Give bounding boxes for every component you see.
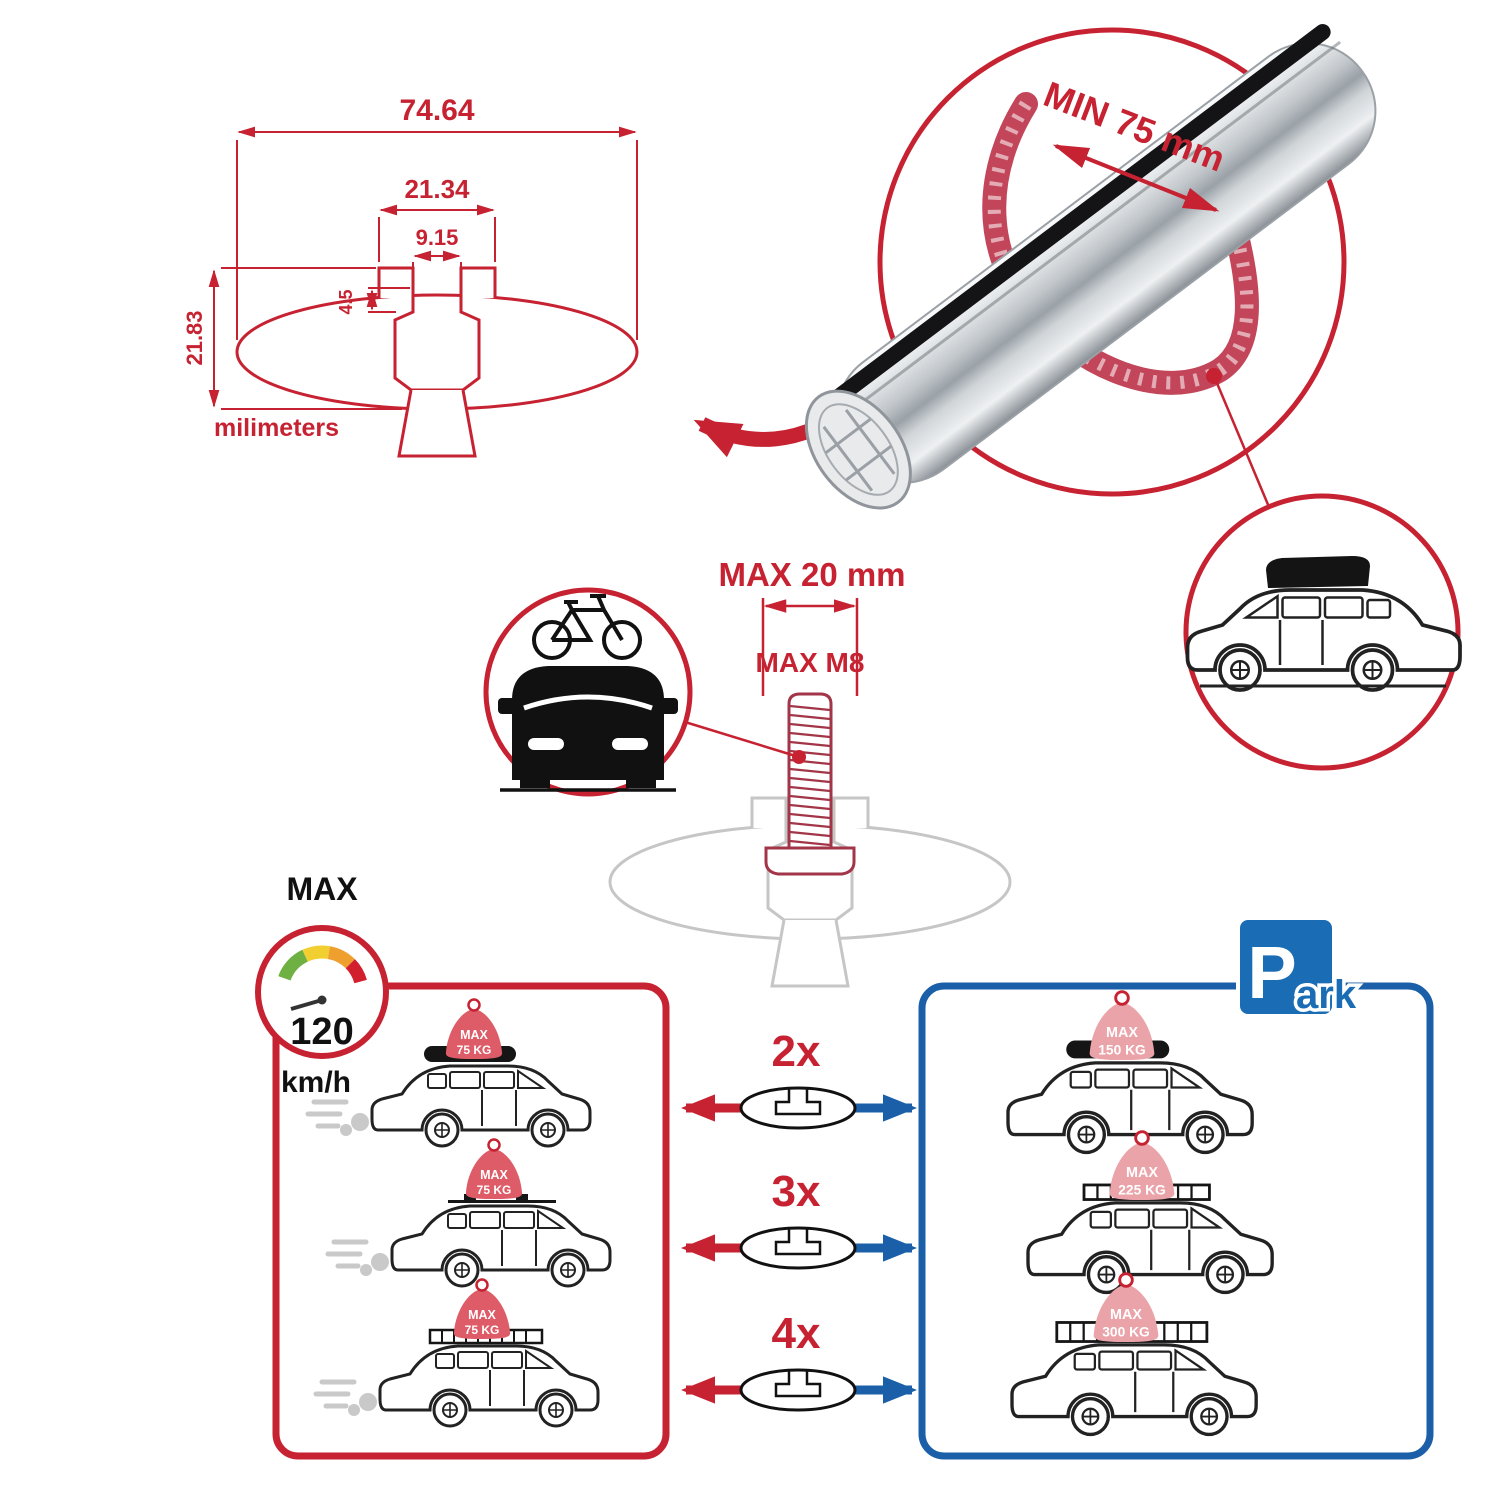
speed-value: 120 (290, 1011, 353, 1053)
car-front-circle (483, 587, 693, 797)
load-sign-parked-3: MAX 300 KG (1093, 1272, 1159, 1343)
suv-with-roofbox (1185, 556, 1462, 692)
bar-end-cap (804, 389, 912, 510)
suv-circle (1183, 493, 1462, 771)
bar-detail-circle: MIN 75 mm (804, 24, 1377, 510)
rubber-strip (825, 24, 1331, 409)
load-sign-value: 225 KG (1118, 1182, 1166, 1197)
load-sign-pennant (445, 1008, 503, 1059)
car-side-icon (378, 1344, 600, 1428)
load-sign-max: MAX (1110, 1307, 1142, 1323)
bolt-callout-line (684, 720, 800, 759)
multiplier-label: 2x (772, 1027, 821, 1076)
load-sign-value: 75 KG (457, 1043, 492, 1057)
min-span-arrow (1052, 144, 1220, 212)
bolt-thread-label: MAX M8 (756, 647, 865, 678)
dim-slot-outer (378, 204, 496, 262)
parked-car-2 (1026, 1183, 1274, 1295)
dim-slot-inner (412, 250, 462, 272)
load-sign-pennant (1093, 1284, 1159, 1343)
load-sign-ring (1114, 990, 1130, 1006)
load-sign-ring (487, 1138, 501, 1152)
motion-lines (325, 1239, 389, 1276)
units-label: milimeters (214, 414, 339, 442)
load-sign-ring (467, 998, 481, 1012)
roof-crossbars-icon (448, 1194, 556, 1203)
load-sign-pennant (465, 1148, 523, 1199)
car-side-icon (1006, 1061, 1254, 1155)
t-bolt-icon (764, 692, 856, 876)
load-sign-driving-2: MAX 75 KG (465, 1138, 523, 1199)
cross-section-drawing: 74.64 21.34 9.15 4.5 21.83 mili (182, 94, 639, 458)
fastener-diagram: MAX 20 mm MAX M8 (608, 556, 1012, 988)
driving-zone-box (272, 982, 670, 1460)
load-sign-ring (1134, 1130, 1150, 1146)
load-sign-driving-1: MAX 75 KG (445, 998, 503, 1059)
motion-lines (313, 1379, 377, 1416)
dim-total-height (208, 267, 402, 410)
bike-icon (532, 594, 642, 660)
load-sign-max: MAX (460, 1028, 488, 1042)
gauge-needle (290, 998, 323, 1011)
load-sign-pennant (453, 1288, 511, 1339)
load-sign-value: 300 KG (1102, 1324, 1150, 1339)
multiplier-row-2: 3x (680, 1167, 918, 1270)
load-sign-pennant (1109, 1142, 1175, 1201)
parking-sign: P ark (1236, 916, 1360, 1021)
car-side-icon (1026, 1201, 1274, 1295)
load-sign-max: MAX (468, 1308, 496, 1322)
load-sign-value: 75 KG (477, 1183, 512, 1197)
speed-max-label: MAX (286, 871, 358, 907)
bar-profile-icon (739, 1368, 857, 1412)
speed-limit-gauge: MAX 120 km/h (255, 871, 389, 1099)
load-sign-ring (1118, 1272, 1134, 1288)
dim-bolt-width (761, 598, 859, 696)
driving-car-2 (325, 1194, 612, 1288)
parking-sign-board (1236, 916, 1336, 1018)
load-sign-driving-3: MAX 75 KG (453, 1278, 511, 1339)
load-sign-parked-1: MAX 150 KG (1089, 990, 1155, 1061)
car-side-icon (1010, 1343, 1258, 1437)
dim-total-width-label: 74.64 (399, 94, 474, 127)
dim-total-width (236, 126, 638, 340)
bolt-width-label: MAX 20 mm (718, 556, 905, 593)
load-sign-max: MAX (1126, 1165, 1158, 1181)
load-sign-max: MAX (1106, 1025, 1138, 1041)
multiplier-label: 4x (772, 1309, 821, 1358)
dim-lip-depth (366, 287, 410, 313)
driving-car-3 (313, 1328, 600, 1428)
load-sign-pennant (1089, 1002, 1155, 1061)
car-front-icon (498, 666, 678, 792)
bar-profile-icon (739, 1226, 857, 1270)
gauge-arc (278, 945, 367, 984)
load-sign-max: MAX (480, 1168, 508, 1182)
parking-sign-suffix: ark (1296, 973, 1357, 1017)
dim-slot-inner-label: 9.15 (416, 225, 459, 250)
roofbox-icon (1266, 556, 1370, 588)
motion-lines (305, 1099, 369, 1136)
clamp-strap (982, 92, 1259, 395)
load-sign-value: 150 KG (1098, 1042, 1146, 1057)
multiplier-label: 3x (772, 1167, 821, 1216)
dim-total-height-label: 21.83 (182, 310, 207, 365)
multiplier-row-3: 4x (680, 1309, 918, 1412)
dim-slot-outer-label: 21.34 (404, 174, 470, 204)
dim-lip-depth-label: 4.5 (336, 289, 356, 314)
crossbar-render (804, 24, 1377, 510)
speed-units: km/h (281, 1066, 351, 1099)
load-sign-value: 75 KG (465, 1323, 500, 1337)
load-sign-parked-2: MAX 225 KG (1109, 1130, 1175, 1201)
multiplier-row-1: 2x (680, 1027, 918, 1130)
car-side-icon (370, 1064, 592, 1148)
bar-profile-icon (739, 1086, 857, 1130)
parking-zone-box (918, 982, 1434, 1460)
load-sign-ring (475, 1278, 489, 1292)
car-side-icon (390, 1204, 612, 1288)
parking-sign-letter: P (1247, 931, 1296, 1014)
clamp-callout-line (1212, 375, 1271, 508)
